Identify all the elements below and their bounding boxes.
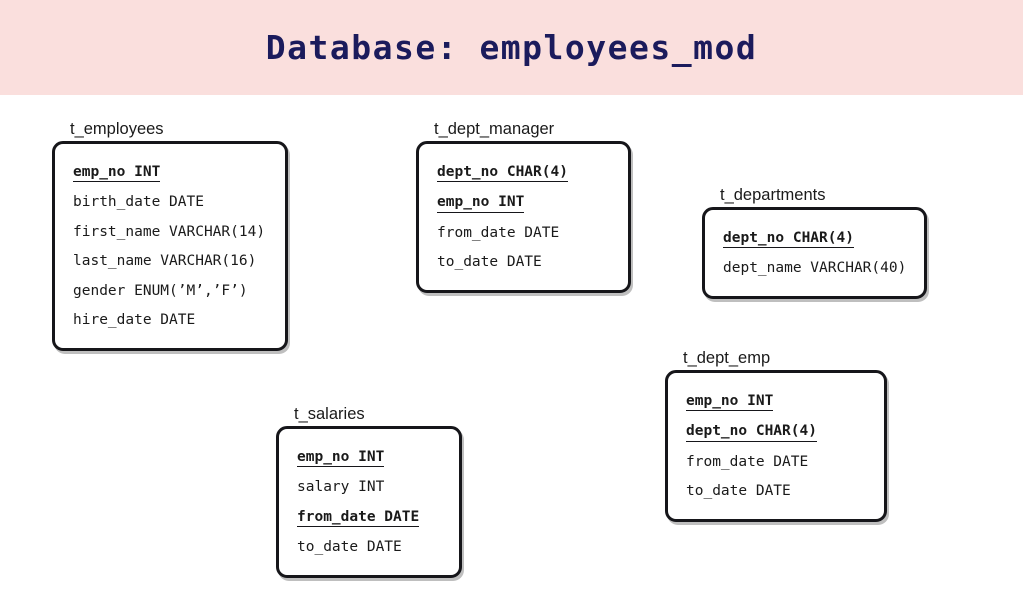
field-line: dept_name VARCHAR(40) [723, 254, 908, 284]
field-line: to_date DATE [686, 477, 868, 507]
field-line: dept_no CHAR(4) [437, 157, 612, 188]
field-line: first_name VARCHAR(14) [73, 217, 269, 247]
entity-box-t_salaries: emp_no INT salary INT from_date DATE to_dat… [276, 426, 462, 579]
field-line: hire_date DATE [73, 306, 269, 336]
entity-field-key: dept_no CHAR(4) [723, 223, 854, 249]
schema-diagram-canvas: t_employees emp_no INT birth_date DATE firs… [0, 95, 1023, 590]
field-line: dept_no CHAR(4) [723, 223, 908, 254]
entity-field: from_date DATE [437, 224, 560, 241]
entity-field: to_date DATE [437, 254, 542, 271]
entity-field: hire_date DATE [73, 312, 196, 329]
entity-field-key: from_date DATE [297, 502, 420, 528]
field-line: birth_date DATE [73, 188, 269, 218]
field-line: to_date DATE [297, 533, 443, 563]
entity-field-key: dept_no CHAR(4) [437, 157, 568, 183]
entity-field-key: emp_no INT [73, 157, 161, 183]
entity-field: birth_date DATE [73, 194, 204, 211]
field-line: from_date DATE [686, 447, 868, 477]
field-line: from_date DATE [297, 502, 443, 533]
entity-field-key: emp_no INT [437, 188, 525, 213]
entity-title-t_employees: t_employees [70, 120, 164, 138]
entity-field: last_name VARCHAR(16) [73, 253, 257, 270]
entity-box-t_dept_manager: dept_no CHAR(4) emp_no INT from_date DATE t… [416, 141, 631, 294]
entity-table-t_dept_emp: t_dept_emp emp_no INT dept_no CHAR(4) from_… [665, 349, 887, 523]
field-line: dept_no CHAR(4) [686, 417, 868, 448]
entity-title-t_dept_emp: t_dept_emp [683, 349, 771, 367]
field-line: emp_no INT [686, 386, 868, 417]
field-line: last_name VARCHAR(16) [73, 247, 269, 277]
page-title: Database: employees_mod [265, 28, 758, 67]
field-line: salary INT [297, 473, 443, 503]
entity-box-t_employees: emp_no INT birth_date DATE first_name VARC… [52, 141, 288, 352]
entity-box-t_dept_emp: emp_no INT dept_no CHAR(4) from_date DATE t… [665, 370, 887, 523]
field-line: from_date DATE [437, 218, 612, 248]
entity-field: gender ENUM(’M’,’F’) [73, 282, 248, 299]
entity-box-t_departments: dept_no CHAR(4) dept_name VARCHAR(40) [702, 207, 927, 300]
page-header-band: Database: employees_mod [0, 0, 1023, 95]
entity-title-t_departments: t_departments [720, 186, 826, 204]
entity-field: to_date DATE [686, 483, 791, 500]
entity-field: first_name VARCHAR(14) [73, 223, 266, 240]
entity-table-t_dept_manager: t_dept_manager dept_no CHAR(4) emp_no INT f… [416, 120, 631, 294]
entity-field: from_date DATE [686, 453, 809, 470]
entity-table-t_departments: t_departments dept_no CHAR(4) dept_name VA… [702, 186, 927, 300]
entity-field-key: dept_no CHAR(4) [686, 417, 817, 442]
entity-title-t_dept_manager: t_dept_manager [434, 120, 555, 138]
entity-field-key: emp_no INT [686, 386, 774, 412]
entity-field-key: emp_no INT [297, 442, 385, 468]
entity-field: to_date DATE [297, 539, 402, 556]
entity-table-t_salaries: t_salaries emp_no INT salary INT from_date … [276, 405, 462, 579]
field-line: to_date DATE [437, 248, 612, 278]
field-line: emp_no INT [437, 188, 612, 219]
entity-field: salary INT [297, 479, 385, 496]
entity-title-t_salaries: t_salaries [294, 405, 365, 423]
field-line: gender ENUM(’M’,’F’) [73, 276, 269, 306]
entity-table-t_employees: t_employees emp_no INT birth_date DATE firs… [52, 120, 288, 352]
field-line: emp_no INT [73, 157, 269, 188]
entity-field: dept_name VARCHAR(40) [723, 260, 907, 277]
field-line: emp_no INT [297, 442, 443, 473]
